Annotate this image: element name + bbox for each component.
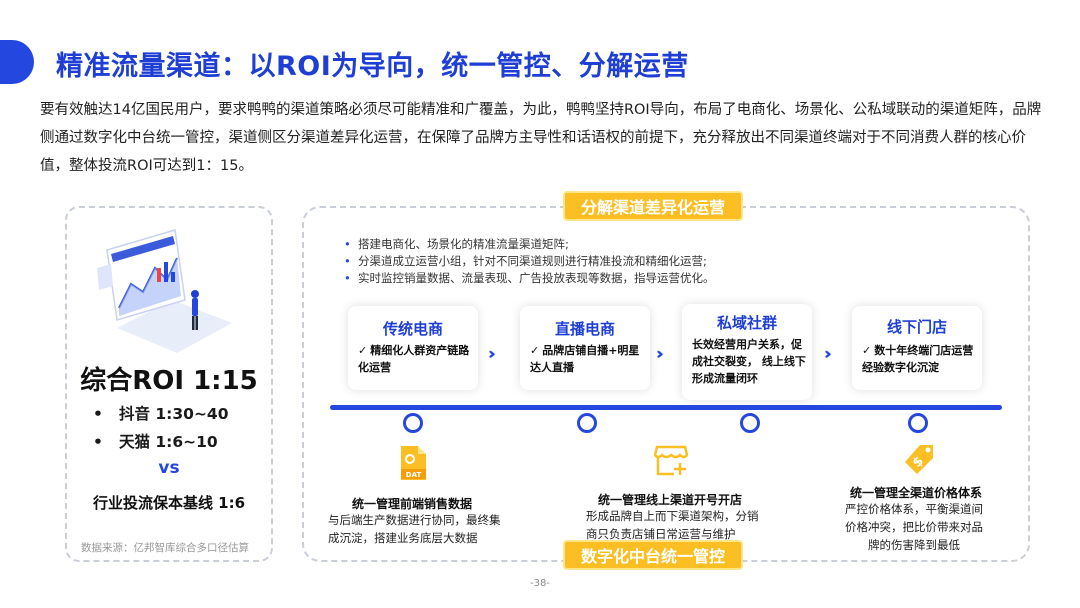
overall-roi-heading: 综合ROI 1:15 xyxy=(80,366,258,396)
chevron-right-icon: ››› xyxy=(824,344,831,363)
bottom-title-online-stores: 统一管理线上渠道开号开店 xyxy=(598,493,743,507)
timeline-node xyxy=(403,413,423,433)
channel-card-offline-stores: 线下门店 ✓数十年终端门店运营经验数字化沉淀 xyxy=(852,306,982,390)
svg-text:DAT: DAT xyxy=(406,471,422,479)
bottom-text-online-stores: 形成品牌自上而下渠道架构，分销商只负责店铺日常运营与维护 xyxy=(586,509,759,541)
timeline-node xyxy=(577,413,597,433)
title-accent-tab xyxy=(0,40,34,84)
industry-baseline: 行业投流保本基线 1:6 xyxy=(92,494,246,512)
page-number: -38- xyxy=(530,578,550,589)
channel-card-private-community: 私域社群 长效经营用户关系，促成社交裂变， 线上线下形成流量闭环 xyxy=(682,304,812,400)
timeline-bar xyxy=(330,405,1002,410)
ops-bullet: •分渠道成立运营小组，针对不同渠道规则进行精准投流和精细化运营; xyxy=(344,254,707,268)
chevron-right-icon: ››› xyxy=(656,344,663,363)
check-icon: ✓ xyxy=(862,344,872,357)
channel-card-traditional-ecommerce: 传统电商 ✓精细化人群资产链路化运营 xyxy=(348,306,478,390)
bottom-title-pricing: 统一管理全渠道价格体系 xyxy=(850,486,983,500)
bottom-title-sales-data: 统一管理前端销售数据 xyxy=(352,497,473,511)
decentralized-ops-badge: 分解渠道差异化运营 xyxy=(563,191,744,221)
timeline-node xyxy=(740,413,760,433)
page-title: 精准流量渠道：以ROI为导向，统一管控、分解运营 xyxy=(56,51,689,82)
ops-bullet-list: •搭建电商化、场景化的精准流量渠道矩阵; •分渠道成立运营小组，针对不同渠道规则… xyxy=(344,236,715,287)
roi-platform-list: •抖音 1:30~40 •天猫 1:6~10 xyxy=(93,400,229,456)
data-source-note: 数据来源：亿邦智库综合多口径估算 xyxy=(81,542,249,554)
vs-label: vs xyxy=(158,458,180,478)
roi-summary-panel: 综合ROI 1:15 •抖音 1:30~40 •天猫 1:6~10 vs 行业投… xyxy=(65,206,273,562)
data-file-icon: DAT xyxy=(398,445,428,481)
ops-bullet: •搭建电商化、场景化的精准流量渠道矩阵; xyxy=(344,237,569,251)
roi-item-tmall: •天猫 1:6~10 xyxy=(93,433,218,451)
chevron-right-icon: ››› xyxy=(488,344,495,363)
bottom-text-pricing: 严控价格体系，平衡渠道间价格冲突，把比价带来对品牌的伤害降到最低 xyxy=(845,502,983,552)
channel-card-live-ecommerce: 直播电商 ✓品牌店铺自播+明星达人直播 xyxy=(520,306,650,390)
storefront-icon xyxy=(653,443,689,477)
check-icon: ✓ xyxy=(358,344,368,357)
bottom-text-sales-data: 与后端生产数据进行协同，最终集成沉淀，搭建业务底层大数据 xyxy=(328,513,501,545)
roi-item-douyin: •抖音 1:30~40 xyxy=(93,405,229,423)
analytics-dashboard-illustration xyxy=(97,229,232,353)
price-tag-icon: $ xyxy=(902,443,936,477)
digital-platform-badge: 数字化中台统一管控 xyxy=(563,540,744,570)
intro-paragraph: 要有效触达14亿国民用户，要求鸭鸭的渠道策略必须尽可能精准和广覆盖，为此，鸭鸭坚… xyxy=(40,102,1042,174)
timeline-node xyxy=(908,413,928,433)
ops-bullet: •实时监控销量数据、流量表现、广告投放表现等数据，指导运营优化。 xyxy=(344,271,715,285)
check-icon: ✓ xyxy=(530,344,540,357)
